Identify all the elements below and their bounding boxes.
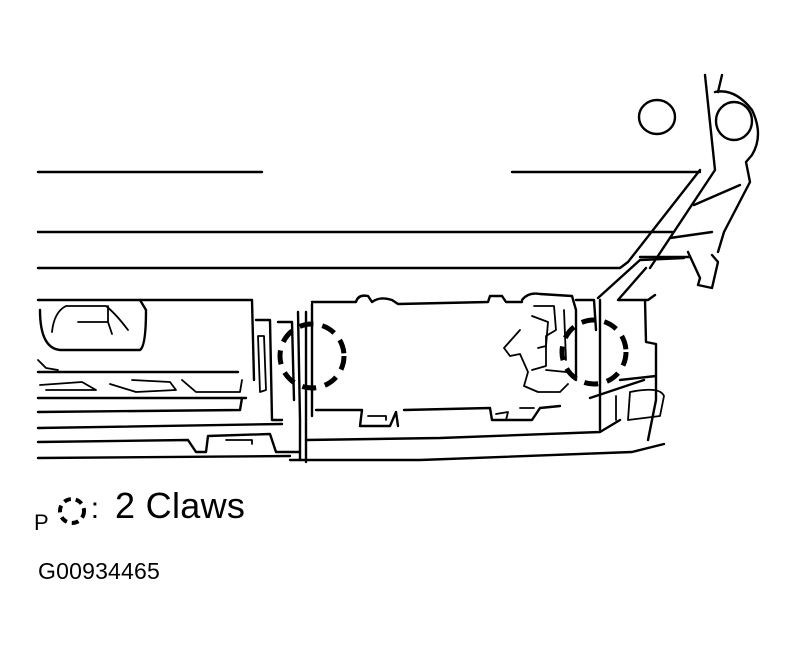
right-housing (588, 298, 665, 442)
left-component (36, 298, 302, 460)
claw-callouts (277, 317, 629, 391)
claw-right-callout (559, 317, 629, 387)
figure-id: G00934465 (38, 558, 161, 584)
upper-panel (36, 73, 760, 302)
legend-marker-letter: P (34, 510, 49, 535)
dashed-circle-icon (57, 497, 86, 525)
legend-separator: : (90, 492, 100, 525)
legend: P : 2 Claws (34, 484, 245, 534)
center-module (288, 292, 666, 464)
claw-left-callout (277, 321, 347, 391)
legend-text: 2 Claws (115, 485, 246, 526)
